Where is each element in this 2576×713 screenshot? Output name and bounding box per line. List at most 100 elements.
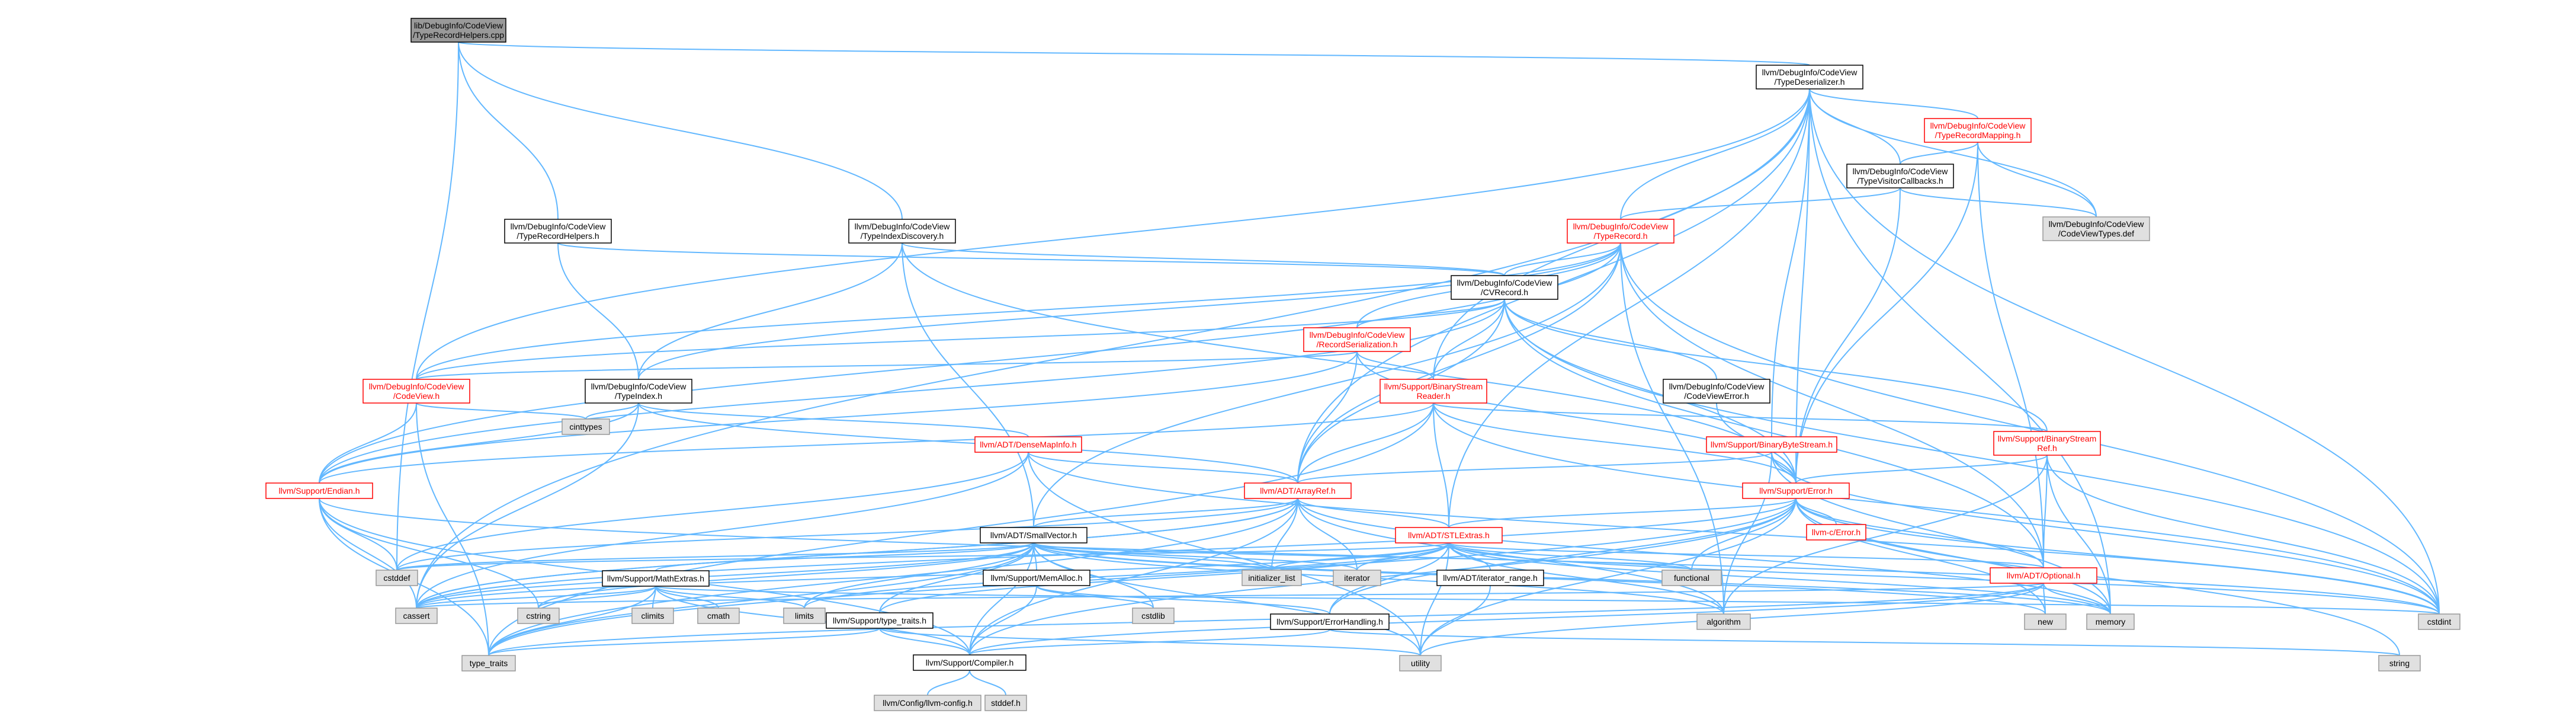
node-label: /RecordSerialization.h bbox=[1317, 340, 1398, 349]
node-llvm-c-error-h[interactable]: llvm-c/Error.h bbox=[1806, 524, 1866, 541]
node-llvm-adt-optional-h[interactable]: llvm/ADT/Optional.h bbox=[1990, 567, 2097, 584]
node-cinttypes: cinttypes bbox=[562, 418, 610, 435]
node-label: Reader.h bbox=[1417, 391, 1451, 401]
node-llvm-adt-smallvector-h[interactable]: llvm/ADT/SmallVector.h bbox=[980, 527, 1087, 543]
edge-densemapinfo-to-arrayref bbox=[1028, 452, 1298, 484]
node-llvm-adt-stlextras-h[interactable]: llvm/ADT/STLExtras.h bbox=[1395, 527, 1503, 543]
node-box bbox=[376, 570, 418, 586]
node-limits: limits bbox=[783, 608, 826, 624]
node-label: llvm/DebugInfo/CodeView bbox=[511, 222, 607, 231]
node-label: llvm/DebugInfo/CodeView bbox=[1762, 68, 1858, 77]
node-llvm-debuginfo-codeview-typerecordhelpers-h[interactable]: llvm/DebugInfo/CodeView/TypeRecordHelper… bbox=[504, 219, 612, 244]
node-llvm-debuginfo-codeview-typedeserializer-h[interactable]: llvm/DebugInfo/CodeView/TypeDeserializer… bbox=[1756, 65, 1863, 89]
edge-root-to-typerecordhelpers bbox=[458, 41, 559, 220]
node-llvm-support-errorhandling-h[interactable]: llvm/Support/ErrorHandling.h bbox=[1270, 613, 1390, 630]
node-llvm-support-type-traits-h[interactable]: llvm/Support/type_traits.h bbox=[826, 612, 933, 629]
node-llvm-debuginfo-codeview-typerecordmapping-h[interactable]: llvm/DebugInfo/CodeView/TypeRecordMappin… bbox=[1924, 118, 2032, 143]
node-box bbox=[974, 436, 1082, 453]
edge-typerecordhelpers-to-typeindex bbox=[557, 242, 639, 380]
node-llvm-debuginfo-codeview-typerecord-h[interactable]: llvm/DebugInfo/CodeView/TypeRecord.h bbox=[1567, 219, 1674, 244]
edge-optional-to-compiler bbox=[969, 583, 2044, 656]
node-box bbox=[983, 570, 1090, 586]
edge-errorhandling-to-compiler bbox=[969, 629, 1330, 656]
edge-arrayref-to-smallvector bbox=[1033, 498, 1298, 528]
edge-memalloc-to-errorhandling bbox=[1036, 585, 1330, 615]
node-llvm-debuginfo-codeview-typevisitorcallbacks-h[interactable]: llvm/DebugInfo/CodeView/TypeVisitorCallb… bbox=[1846, 164, 1954, 188]
edge-typedeser-to-error bbox=[1795, 88, 1810, 484]
node-llvm-adt-densemapinfo-h[interactable]: llvm/ADT/DenseMapInfo.h bbox=[974, 436, 1082, 453]
node-llvm-support-mathextras-h[interactable]: llvm/Support/MathExtras.h bbox=[602, 570, 710, 587]
edge-errorhandling-to-string bbox=[1329, 629, 2400, 656]
node-label: llvm/DebugInfo/CodeView bbox=[1853, 167, 1949, 176]
edge-stlextras-to-memory bbox=[1448, 542, 2111, 615]
edge-smallvector-to-compiler bbox=[969, 542, 1034, 656]
edge-optional-to-cassert bbox=[416, 583, 2044, 609]
edge-typedeser-to-memory bbox=[1809, 88, 2111, 615]
node-box bbox=[1756, 65, 1863, 89]
node-llvm-debuginfo-codeview-cvrecord-h[interactable]: llvm/DebugInfo/CodeView/CVRecord.h bbox=[1451, 275, 1558, 300]
edge-typerecord-to-algorithm bbox=[1620, 242, 1724, 615]
edge-smallvector-to-mathextras bbox=[655, 542, 1034, 571]
edge-mathextras-to-cstdint bbox=[655, 586, 2440, 615]
node-llvm-support-compiler-h[interactable]: llvm/Support/Compiler.h bbox=[913, 654, 1026, 671]
node-llvm-config-llvm-config-h: llvm/Config/llvm-config.h bbox=[874, 695, 981, 711]
edge-memalloc-to-compiler bbox=[969, 585, 1037, 656]
edge-error-to-cstdint bbox=[1795, 498, 2440, 615]
node-llvm-support-error-h[interactable]: llvm/Support/Error.h bbox=[1742, 482, 1850, 499]
node-box bbox=[2418, 613, 2460, 630]
node-llvm-adt-iterator-range-h[interactable]: llvm/ADT/iterator_range.h bbox=[1436, 570, 1544, 586]
edge-densemapinfo-to-cassert bbox=[416, 452, 1029, 609]
edge-error-to-stlextras bbox=[1448, 498, 1797, 528]
node-box bbox=[1399, 655, 1442, 672]
node-box bbox=[395, 608, 438, 624]
node-box bbox=[504, 219, 612, 244]
edge-smallvector-to-utility bbox=[1033, 542, 1421, 656]
node-llvm-debuginfo-codeview-typeindex-h[interactable]: llvm/DebugInfo/CodeView/TypeIndex.h bbox=[585, 379, 692, 404]
node-box bbox=[1244, 482, 1352, 499]
node-llvm-support-endian-h[interactable]: llvm/Support/Endian.h bbox=[265, 482, 373, 499]
node-llvm-debuginfo-codeview-typeindexdiscovery-h[interactable]: llvm/DebugInfo/CodeView/TypeIndexDiscove… bbox=[848, 219, 956, 244]
node-llvm-adt-arrayref-h[interactable]: llvm/ADT/ArrayRef.h bbox=[1244, 482, 1352, 499]
node-label: /TypeDeserializer.h bbox=[1774, 77, 1844, 87]
edge-root-to-cstddef bbox=[396, 41, 459, 571]
edge-mathextras-to-cassert bbox=[416, 586, 656, 609]
node-llvm-support-binarybytestream-h[interactable]: llvm/Support/BinaryByteStream.h bbox=[1706, 436, 1837, 453]
node-type-traits: type_traits bbox=[461, 655, 516, 672]
node-label: /CodeView.h bbox=[393, 391, 440, 401]
node-llvm-debuginfo-codeview-codeviewerror-h[interactable]: llvm/DebugInfo/CodeView/CodeViewError.h bbox=[1663, 379, 1770, 404]
edge-binstreamreader-to-endian bbox=[319, 402, 1434, 484]
edge-codeview-to-endian bbox=[319, 402, 417, 484]
node-llvm-debuginfo-codeview-recordserialization-h[interactable]: llvm/DebugInfo/CodeView/RecordSerializat… bbox=[1303, 327, 1411, 352]
edge-endian-to-cstddef bbox=[319, 498, 397, 571]
node-label: llvm/DebugInfo/CodeView bbox=[1457, 278, 1553, 287]
node-label: llvm/Support/BinaryStream bbox=[1384, 382, 1483, 391]
edge-typedeser-to-binbytestream bbox=[1771, 88, 1810, 437]
edge-error-to-type_traits bbox=[488, 498, 1797, 656]
edge-optional-to-memory bbox=[2043, 583, 2111, 615]
node-label: /TypeIndex.h bbox=[615, 391, 662, 401]
edge-typerecord-to-codeview bbox=[416, 242, 1621, 380]
edge-error-to-new bbox=[1795, 498, 2046, 615]
edge-typerecordmapping-to-codeviewtypes bbox=[1977, 142, 2097, 218]
edge-memalloc-to-cstdlib bbox=[1036, 585, 1154, 609]
node-stddef-h: stddef.h bbox=[984, 695, 1027, 711]
node-label: llvm/Support/MemAlloc.h bbox=[991, 573, 1083, 583]
edge-stlextras-to-cassert bbox=[416, 542, 1449, 609]
node-llvm-support-memalloc-h[interactable]: llvm/Support/MemAlloc.h bbox=[983, 570, 1090, 586]
node-box bbox=[2042, 216, 2150, 241]
edge-stlextras-to-functional bbox=[1448, 542, 1692, 571]
edge-optional-to-type_traits bbox=[488, 583, 2044, 656]
node-label: llvm/ADT/SmallVector.h bbox=[990, 530, 1077, 540]
node-label: limits bbox=[795, 611, 814, 621]
edge-error-to-optional bbox=[1795, 498, 2044, 568]
node-llvm-debuginfo-codeview-codeview-h[interactable]: llvm/DebugInfo/CodeView/CodeView.h bbox=[362, 379, 470, 404]
edge-cvrecord-to-binstreamreader bbox=[1433, 299, 1505, 380]
node-cstring: cstring bbox=[517, 608, 560, 624]
edge-recordser-to-codeview bbox=[416, 351, 1358, 380]
edge-typevisitorcb-to-typerecord bbox=[1620, 187, 1901, 220]
node-label: llvm/Support/MathExtras.h bbox=[607, 574, 704, 583]
node-label: llvm/DebugInfo/CodeView bbox=[2049, 219, 2145, 229]
node-box bbox=[826, 612, 933, 629]
